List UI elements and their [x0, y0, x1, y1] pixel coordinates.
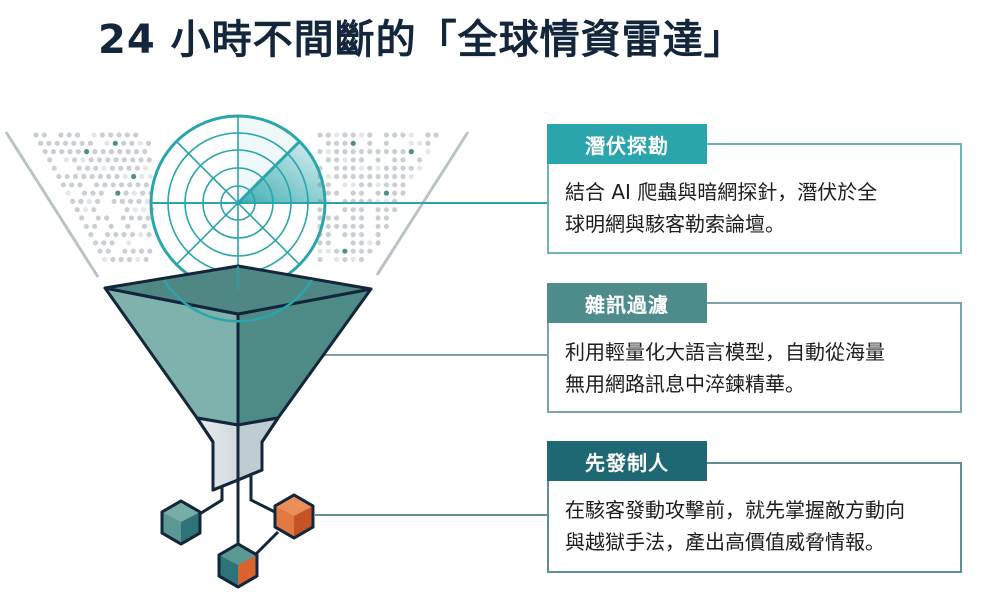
card-label-stealth-exploration: 潛伏探勘	[547, 124, 707, 164]
data-dots-right	[317, 132, 439, 263]
page-title: 24 小時不間斷的「全球情資雷達」	[98, 17, 745, 63]
card-description-noise-filtering: 利用輕量化大語言模型，自動從海量 無用網路訊息中淬鍊精華。	[565, 336, 955, 400]
cube-icon-orange	[273, 493, 315, 540]
card-description-stealth-exploration: 結合 AI 爬蟲與暗網探針，潛伏於全 球明網與駭客勒索論壇。	[565, 176, 955, 240]
card-label-noise-filtering: 雜訊過濾	[547, 283, 707, 323]
description-line: 在駭客發動攻擊前，就先掌握敵方動向	[565, 498, 905, 522]
cube-icon-teal	[160, 499, 202, 546]
funnel-icon	[103, 264, 373, 492]
description-line: 結合 AI 爬蟲與暗網探針，潛伏於全	[565, 180, 878, 204]
description-line: 利用輕量化大語言模型，自動從海量	[565, 340, 885, 364]
output-pipes	[197, 476, 280, 557]
description-line: 與越獄手法，產出高價值威脅情報。	[565, 530, 885, 554]
card-label-preemptive-strike: 先發制人	[547, 441, 707, 481]
description-line: 球明網與駭客勒索論壇。	[565, 212, 785, 236]
data-dots-left	[33, 132, 155, 263]
description-line: 無用網路訊息中淬鍊精華。	[565, 372, 805, 396]
cube-icon-mixed	[217, 542, 259, 589]
radar-icon	[149, 114, 327, 292]
card-description-preemptive-strike: 在駭客發動攻擊前，就先掌握敵方動向 與越獄手法，產出高價值威脅情報。	[565, 494, 955, 558]
